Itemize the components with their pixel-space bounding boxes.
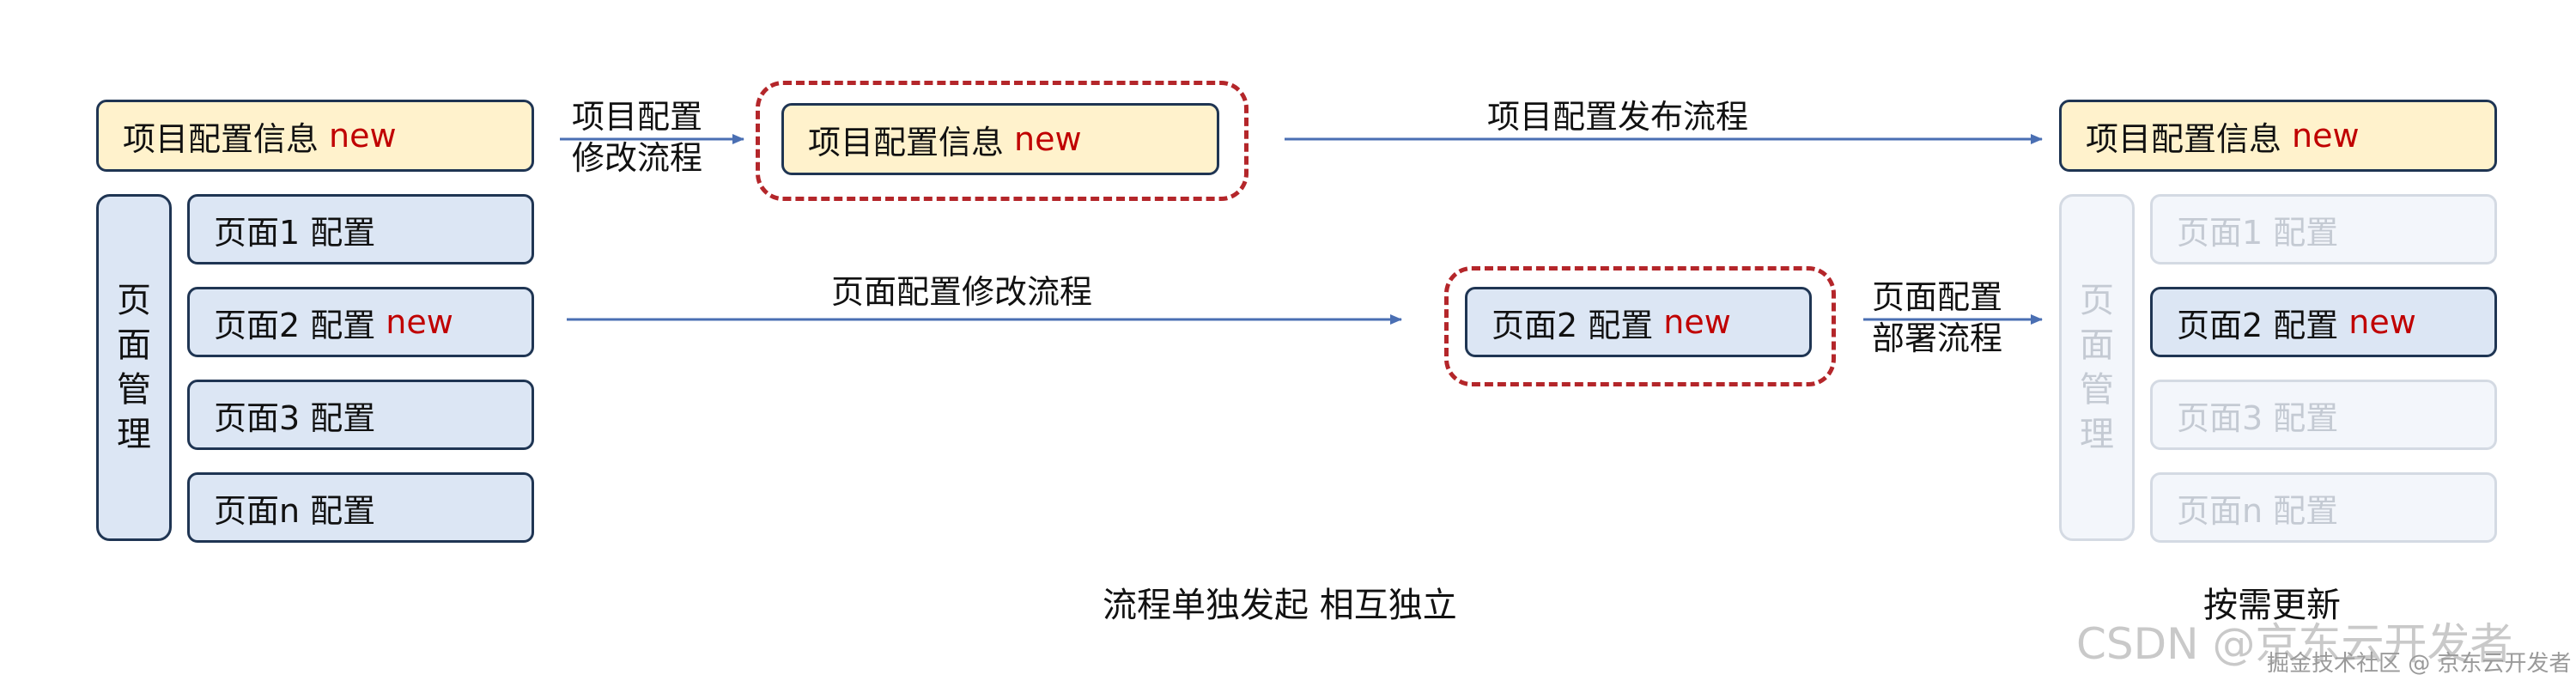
right-page-management-box: 页面管理 bbox=[2059, 194, 2135, 541]
independent-flows-caption: 流程单独发起 相互独立 bbox=[1103, 586, 1457, 625]
left-page2-new-badge: new bbox=[386, 303, 453, 341]
project-publish-flow-label: 项目配置发布流程 bbox=[1487, 98, 1749, 136]
left-project-config-label: 项目配置信息 bbox=[123, 119, 319, 158]
right-page1-config-box: 页面1 配置 bbox=[2150, 194, 2497, 264]
left-page-management-box: 页面管理 bbox=[96, 194, 172, 541]
left-page1-config-box: 页面1 配置 bbox=[187, 194, 534, 264]
right-page3-label: 页面3 配置 bbox=[2177, 398, 2339, 437]
middle-page2-label: 页面2 配置 bbox=[1492, 306, 1654, 344]
left-page2-label: 页面2 配置 bbox=[214, 306, 376, 344]
right-page3-config-box: 页面3 配置 bbox=[2150, 380, 2497, 450]
middle-project-config-new-badge: new bbox=[1014, 120, 1082, 158]
left-page-management-label: 页面管理 bbox=[117, 281, 151, 454]
juejin-watermark: 掘金技术社区 @ 京东云开发者 bbox=[2267, 651, 2572, 677]
right-page2-label: 页面2 配置 bbox=[2177, 306, 2339, 344]
left-page2-config-box: 页面2 配置 new bbox=[187, 287, 534, 357]
middle-project-config-box: 项目配置信息 new bbox=[781, 103, 1219, 175]
left-project-config-box: 项目配置信息 new bbox=[96, 100, 534, 172]
on-demand-update-caption: 按需更新 bbox=[2203, 586, 2341, 625]
right-page1-label: 页面1 配置 bbox=[2177, 213, 2339, 252]
left-page1-label: 页面1 配置 bbox=[214, 213, 376, 252]
middle-project-config-label: 项目配置信息 bbox=[808, 123, 1005, 161]
right-page-management-label: 页面管理 bbox=[2080, 281, 2114, 454]
middle-page2-config-box: 页面2 配置 new bbox=[1465, 287, 1812, 357]
page-modify-flow-label: 页面配置修改流程 bbox=[831, 273, 1093, 311]
project-config-highlight-outline bbox=[756, 81, 1249, 201]
csdn-watermark: CSDN @京东云开发者 bbox=[2076, 619, 2513, 669]
project-modify-flow-label: 项目配置 修改流程 bbox=[572, 98, 703, 177]
right-project-config-box: 项目配置信息 new bbox=[2059, 100, 2497, 172]
middle-page2-new-badge: new bbox=[1663, 303, 1731, 341]
right-page2-new-badge: new bbox=[2348, 303, 2416, 341]
page-deploy-flow-label: 页面配置 部署流程 bbox=[1872, 278, 2003, 357]
left-pagen-label: 页面n 配置 bbox=[214, 491, 376, 530]
left-page3-config-box: 页面3 配置 bbox=[187, 380, 534, 450]
left-pagen-config-box: 页面n 配置 bbox=[187, 472, 534, 543]
left-project-config-new-badge: new bbox=[329, 117, 397, 155]
left-page3-label: 页面3 配置 bbox=[214, 398, 376, 437]
right-pagen-label: 页面n 配置 bbox=[2177, 491, 2339, 530]
right-pagen-config-box: 页面n 配置 bbox=[2150, 472, 2497, 543]
right-project-config-new-badge: new bbox=[2292, 117, 2360, 155]
right-project-config-label: 项目配置信息 bbox=[2086, 119, 2282, 158]
right-page2-config-box: 页面2 配置 new bbox=[2150, 287, 2497, 357]
page2-config-highlight-outline bbox=[1444, 266, 1836, 386]
